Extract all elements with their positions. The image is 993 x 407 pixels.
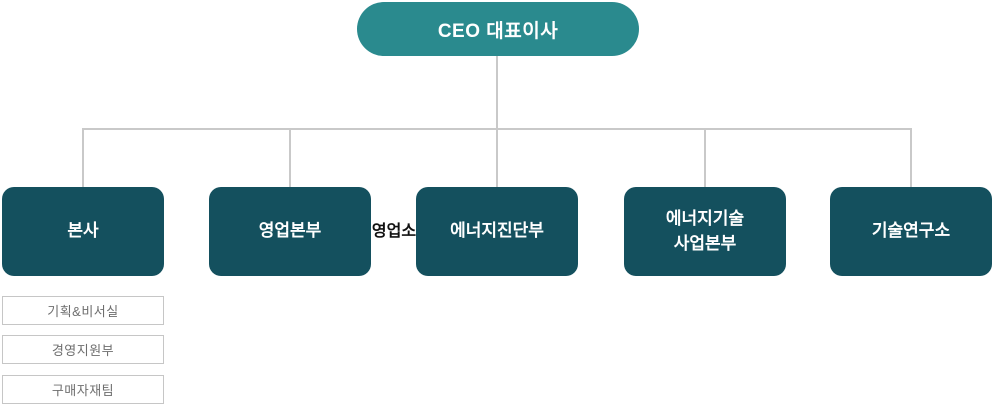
connector-drop-sales-division bbox=[289, 128, 291, 188]
dept-label-energy-tech-line2: 사업본부 bbox=[673, 233, 737, 253]
connector-drop-headquarters bbox=[82, 128, 84, 188]
dept-box-sales-division: 영업본부 bbox=[209, 187, 371, 276]
ceo-node: CEO 대표이사 bbox=[357, 2, 639, 56]
team-box-management-support: 경영지원부 bbox=[2, 335, 164, 364]
connector-ceo-vertical bbox=[496, 56, 498, 188]
connector-drop-tech-research bbox=[910, 128, 912, 188]
dept-box-headquarters: 본사 bbox=[2, 187, 164, 276]
dept-box-tech-research-institute: 기술연구소 bbox=[830, 187, 992, 276]
team-label-purchasing-materials: 구매자재팀 bbox=[51, 383, 115, 398]
dept-box-energy-tech-business-division: 에너지기술 사업본부 bbox=[624, 187, 786, 276]
dept-box-energy-diagnosis-division: 에너지진단부 bbox=[416, 187, 578, 276]
team-box-purchasing-materials: 구매자재팀 bbox=[2, 375, 164, 404]
dept-label-headquarters: 본사 bbox=[67, 221, 99, 241]
team-label-management-support: 경영지원부 bbox=[51, 343, 115, 358]
connector-drop-energy-tech-division bbox=[704, 128, 706, 188]
dept-label-sales-division: 영업본부 bbox=[258, 221, 322, 241]
sales-office-label: 영업소 bbox=[371, 223, 417, 240]
connector-departments-horizontal bbox=[82, 128, 912, 130]
ceo-label: CEO 대표이사 bbox=[437, 20, 559, 42]
dept-label-energy-tech-line1: 에너지기술 bbox=[665, 208, 745, 228]
dept-label-energy-diagnosis-division: 에너지진단부 bbox=[450, 221, 544, 241]
team-label-planning-secretary: 기획&비서실 bbox=[47, 304, 119, 319]
team-box-planning-secretary: 기획&비서실 bbox=[2, 296, 164, 325]
dept-label-tech-research-institute: 기술연구소 bbox=[871, 221, 951, 241]
